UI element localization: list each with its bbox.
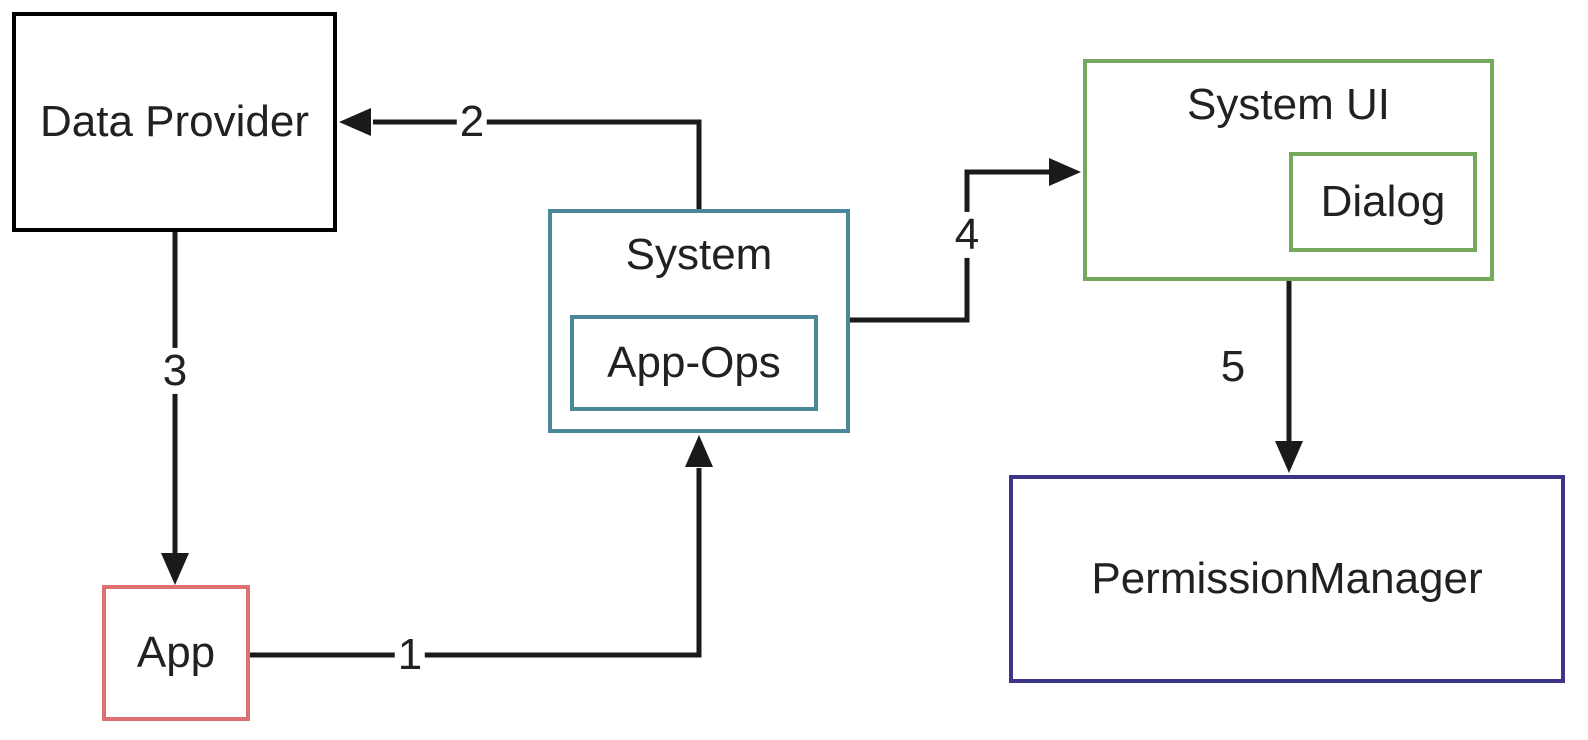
edge-label-2: 2 (456, 98, 488, 146)
node-permission-manager: PermissionManager (1009, 475, 1565, 683)
node-data-provider-label: Data Provider (39, 96, 309, 146)
arrowhead-up-icon (685, 435, 713, 467)
arrowhead-down-icon (1275, 441, 1303, 473)
arrowhead-down-icon (161, 553, 189, 585)
node-dialog-label: Dialog (1320, 176, 1446, 226)
node-app-label: App (136, 627, 216, 677)
arrow-app-to-system (250, 435, 713, 658)
arrow-system-ui-to-permission-manager (1275, 281, 1303, 473)
edge-label-3: 3 (159, 347, 191, 395)
arrow-data-provider-to-app (161, 232, 189, 585)
node-app-ops-label: App-Ops (607, 337, 781, 387)
node-system-label: System (625, 230, 773, 279)
node-app: App (102, 585, 250, 721)
edge-label-5: 5 (1217, 343, 1249, 391)
node-dialog: Dialog (1289, 152, 1477, 252)
arrow-system-to-data-provider (339, 108, 702, 209)
node-permission-manager-label: PermissionManager (1091, 553, 1483, 603)
node-app-ops: App-Ops (570, 315, 818, 411)
edge-label-1: 1 (394, 631, 426, 679)
arrowhead-right-icon (1049, 158, 1081, 186)
arrowhead-left-icon (339, 108, 371, 136)
edge-label-4: 4 (951, 211, 983, 259)
node-data-provider: Data Provider (12, 12, 337, 232)
node-system-ui-label: System UI (1187, 80, 1390, 129)
